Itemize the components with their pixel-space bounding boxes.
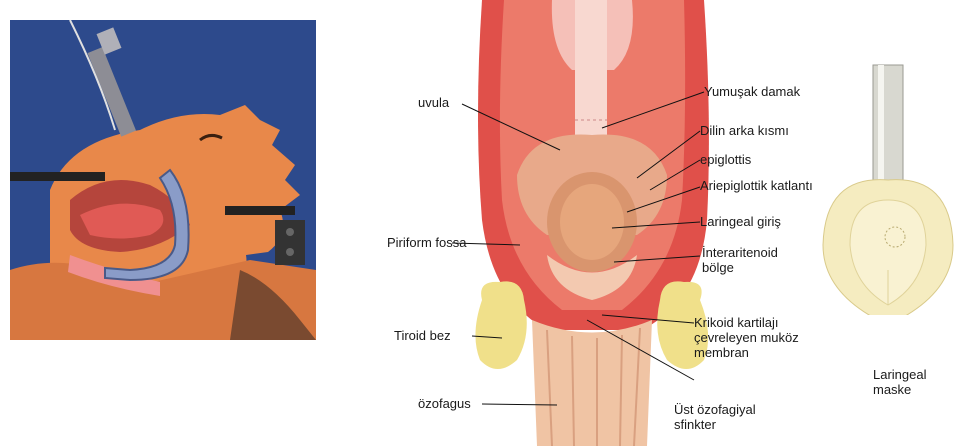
thyroid-left: [475, 281, 526, 369]
tube-highlight: [878, 65, 884, 185]
label-laryngeal-inlet: Laringeal giriş: [700, 214, 781, 229]
laryngeal-opening: [560, 184, 624, 260]
label-aryepiglottic-fold: Ariepiglottik katlantı: [700, 178, 813, 193]
label-cricoid: Krikoid kartilajı çevreleyen muköz membr…: [694, 315, 799, 360]
label-interarytenoid: İnteraritenoid bölge: [702, 245, 778, 275]
label-piriform-fossa: Piriform fossa: [387, 235, 466, 250]
left-rod: [10, 172, 105, 181]
larynx-diagram: uvula Yumuşak damak Dilin arka kısmı epi…: [382, 0, 822, 446]
mask-tube: [873, 65, 903, 185]
label-esophagus: özofagus: [418, 396, 471, 411]
label-epiglottis: epiglottis: [700, 152, 751, 167]
label-soft-palate: Yumuşak damak: [704, 84, 800, 99]
label-upper-esophageal-sphincter: Üst özofagiyal sfinkter: [674, 402, 756, 432]
right-rod: [225, 206, 295, 215]
label-laryngeal-mask: Laringeal maske: [873, 367, 927, 397]
laryngeal-mask-illustration: Laringeal maske: [815, 55, 967, 435]
laryngeal-mask-drawing: [815, 55, 967, 315]
label-uvula: uvula: [418, 95, 449, 110]
label-thyroid: Tiroid bez: [394, 328, 451, 343]
intubation-illustration: [10, 20, 316, 340]
intubation-drawing: [10, 20, 316, 340]
clamp: [275, 220, 305, 265]
label-tongue-back: Dilin arka kısmı: [700, 123, 789, 138]
